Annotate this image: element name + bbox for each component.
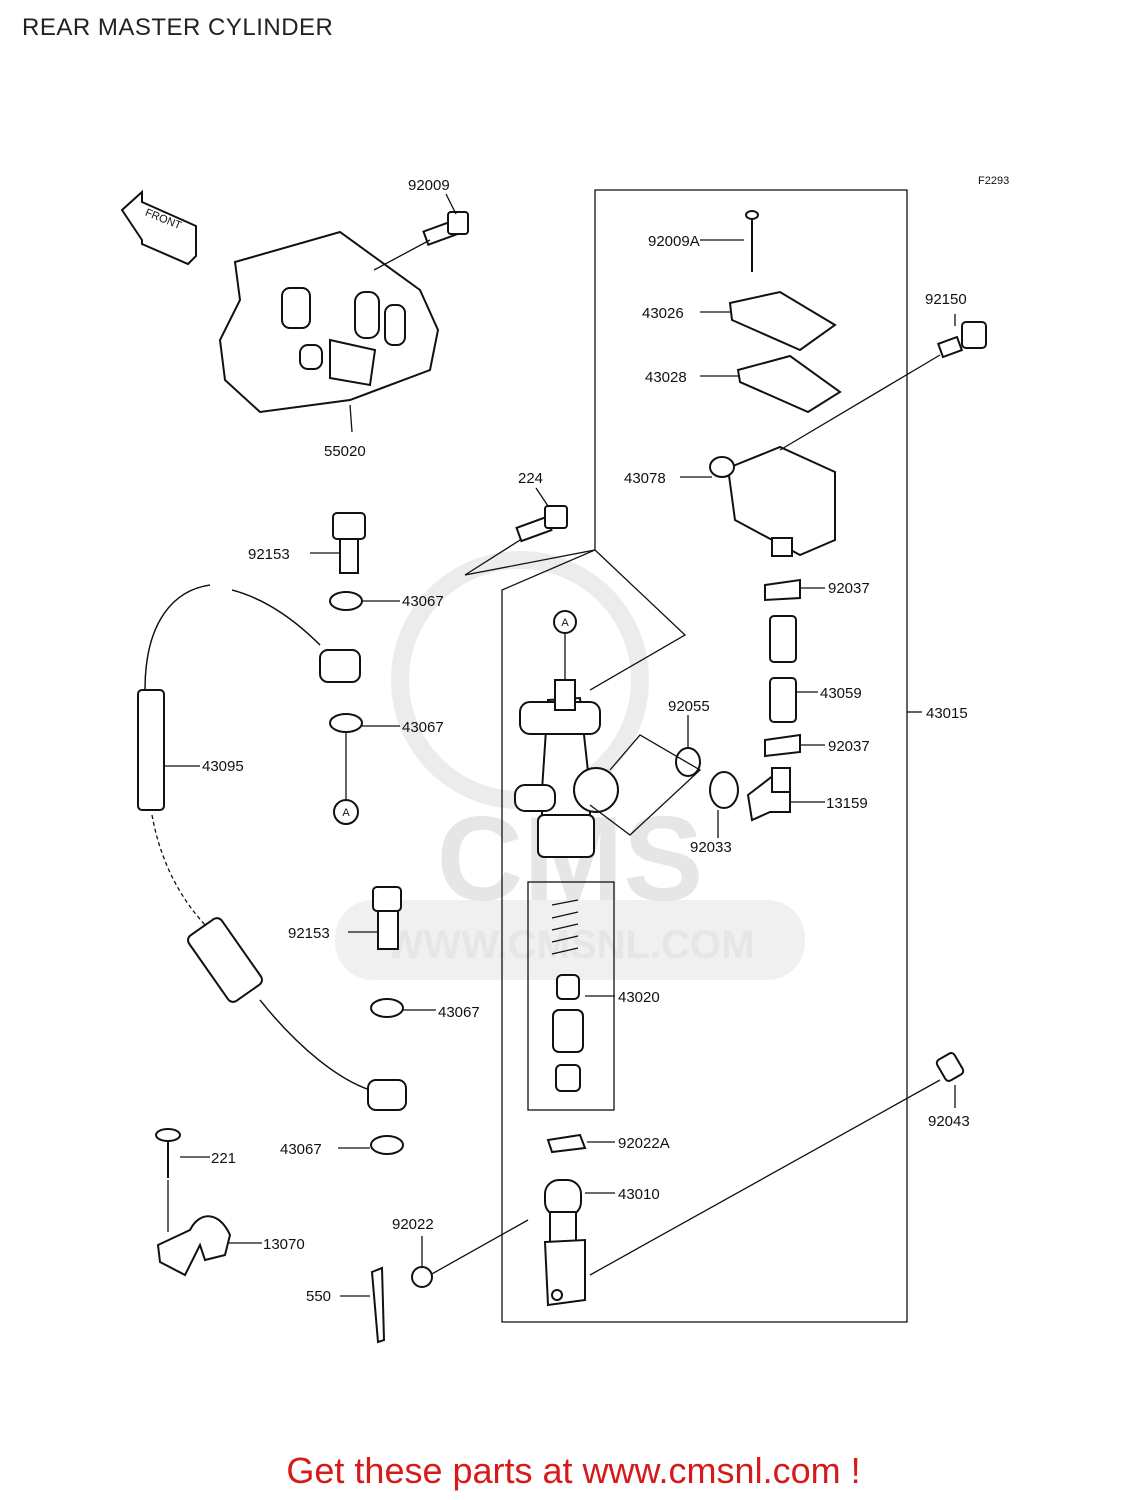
label-43028: 43028	[645, 369, 687, 386]
label-92009A: 92009A	[648, 233, 700, 250]
label-92033: 92033	[690, 839, 732, 856]
page-title: REAR MASTER CYLINDER	[22, 14, 334, 41]
watermark: CMS WWW.CMSNL.COM	[335, 551, 805, 980]
master-cylinder-body: A	[514, 610, 619, 858]
label-43059: 43059	[820, 685, 862, 702]
parts-diagram: CMS WWW.CMSNL.COM F2293 FRONT	[120, 175, 1009, 1344]
pin-92043-part	[935, 1052, 965, 1082]
label-224: 224	[518, 470, 543, 487]
label-43026: 43026	[642, 305, 684, 322]
o-ring-part	[675, 747, 701, 777]
washer-92022-part	[411, 1266, 433, 1288]
watermark-url: WWW.CMSNL.COM	[386, 923, 755, 967]
label-43067-d: 43067	[280, 1141, 322, 1158]
brake-hose-part	[137, 584, 407, 1111]
figure-code: F2293	[978, 175, 1009, 187]
label-43067-b: 43067	[402, 719, 444, 736]
clamp-parts	[155, 1128, 386, 1344]
snap-ring-part	[546, 1133, 587, 1154]
label-43067-c: 43067	[438, 1004, 480, 1021]
circlip-part	[709, 771, 739, 809]
label-55020: 55020	[324, 443, 366, 460]
reservoir-parts	[709, 210, 987, 557]
label-92043: 92043	[928, 1113, 970, 1130]
label-92022A: 92022A	[618, 1135, 670, 1152]
label-92153-top: 92153	[248, 546, 290, 563]
label-13159: 13159	[826, 795, 868, 812]
label-43067-a: 43067	[402, 593, 444, 610]
bolt-92009-part	[422, 211, 469, 246]
bolt-224-part	[515, 505, 568, 543]
label-92037-bottom: 92037	[828, 738, 870, 755]
label-221: 221	[211, 1150, 236, 1167]
label-92055: 92055	[668, 698, 710, 715]
part-labels: 92009 55020 224 92153 43067 43067 43095 …	[202, 177, 970, 1305]
left-bolts-washers: A	[329, 512, 404, 1155]
label-13070: 13070	[263, 1236, 305, 1253]
marker-a-left: A	[342, 807, 350, 819]
label-92009: 92009	[408, 177, 450, 194]
front-arrow-icon: FRONT	[120, 189, 197, 266]
label-92037-top: 92037	[828, 580, 870, 597]
marker-a-top: A	[561, 617, 569, 629]
label-43010: 43010	[618, 1186, 660, 1203]
label-43015: 43015	[926, 705, 968, 722]
label-92022: 92022	[392, 1216, 434, 1233]
label-43078: 43078	[624, 470, 666, 487]
label-92150: 92150	[925, 291, 967, 308]
label-43095: 43095	[202, 758, 244, 775]
rear-guard-part	[218, 230, 440, 414]
label-550: 550	[306, 1288, 331, 1305]
label-92153-bottom: 92153	[288, 925, 330, 942]
push-rod-part	[543, 1179, 586, 1307]
label-43020: 43020	[618, 989, 660, 1006]
piston-kit-parts	[551, 899, 584, 1092]
hose-parts	[746, 578, 801, 822]
footer-link[interactable]: Get these parts at www.cmsnl.com !	[286, 1450, 861, 1491]
